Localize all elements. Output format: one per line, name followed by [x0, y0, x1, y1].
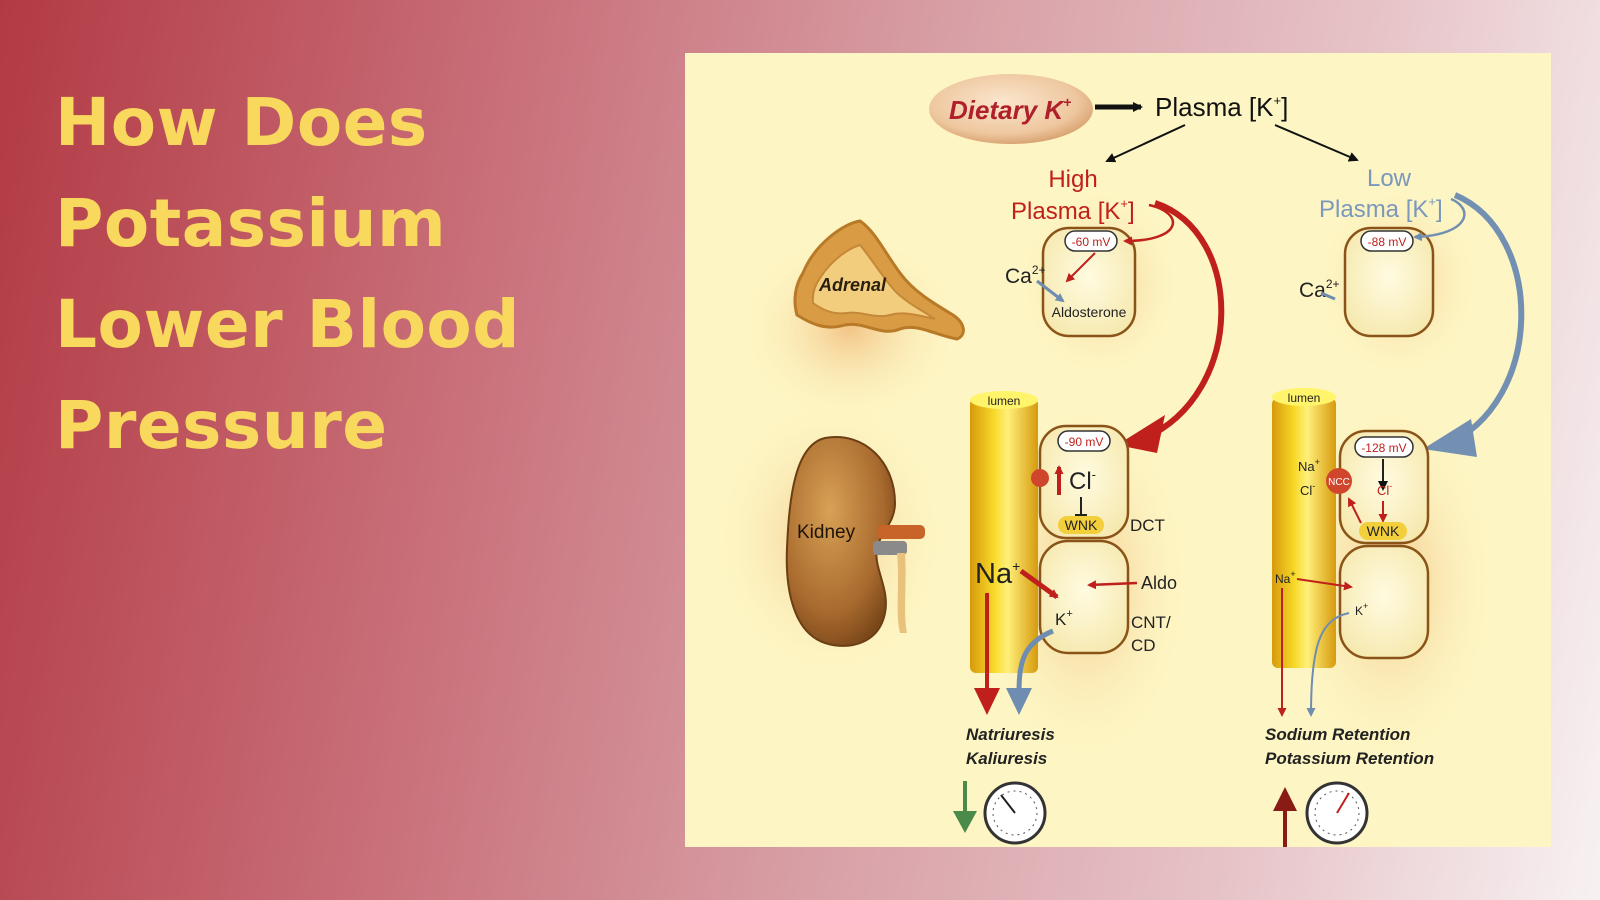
- title-line-2: Potassium: [55, 185, 447, 262]
- low-k-label: K+: [1355, 601, 1368, 618]
- low-lumen-tube: [1272, 398, 1336, 668]
- high-label: High: [1048, 166, 1097, 193]
- blood-pressure-gauge-high: [1305, 781, 1369, 845]
- adrenal-gland: [793, 219, 965, 341]
- high-lumen-tube: [970, 398, 1038, 673]
- high-cl-label: Cl-: [1069, 467, 1096, 495]
- low-plasma-label: Plasma [K+]: [1319, 194, 1443, 223]
- low-wnk-to-ncc-arrow: [1348, 497, 1362, 524]
- low-ncc-label: NCC: [1328, 477, 1350, 488]
- low-dct-na-label: Na+: [1298, 457, 1320, 474]
- high-ca-arrow: [1036, 279, 1065, 303]
- high-adrenal-cell: [1041, 226, 1137, 338]
- low-adrenal-voltage-badge: [1360, 230, 1414, 252]
- high-adrenal-voltage: -60 mV: [1072, 235, 1111, 249]
- high-dct-voltage: -90 mV: [1065, 435, 1104, 449]
- high-ncc-transporter: [1031, 469, 1049, 487]
- cnt-label-line2: CD: [1131, 636, 1156, 655]
- sodium-retention-label: Sodium Retention: [1265, 725, 1410, 744]
- high-lumen-label: lumen: [988, 394, 1021, 408]
- low-label: Low: [1367, 165, 1412, 192]
- low-wnk-label: WNK: [1367, 523, 1400, 539]
- dietary-k-label: Dietary K+: [949, 94, 1071, 125]
- high-plasma-to-adrenal-arrow: [1123, 203, 1175, 246]
- potassium-diagram: Dietary K+ Plasma [K+] High Plasma [K+] …: [685, 53, 1551, 847]
- natriuresis-label: Natriuresis: [966, 725, 1055, 744]
- low-dct-cl-inner: Cl-: [1377, 481, 1392, 498]
- low-adrenal-ca: Ca2+: [1299, 277, 1340, 302]
- cnt-label-line1: CNT/: [1131, 613, 1171, 632]
- high-adrenal-ca: Ca2+: [1005, 263, 1046, 288]
- high-dct-voltage-badge: [1057, 430, 1111, 452]
- high-voltage-to-ca-arrow: [1065, 252, 1096, 283]
- aldo-arrow: [1087, 580, 1138, 590]
- low-arrowhead: [1423, 419, 1477, 457]
- page-title: How Does Potassium Lower Blood Pressure: [55, 72, 615, 476]
- high-na-reabsorb-arrow: [1019, 568, 1059, 600]
- dct-label: DCT: [1130, 516, 1165, 535]
- high-plasma-to-dct-arrow: [1143, 200, 1225, 441]
- arrow-to-high: [1105, 124, 1186, 163]
- low-lumen-label: lumen: [1288, 391, 1321, 405]
- high-na-excretion-head: [974, 688, 1000, 715]
- kidney: [785, 436, 925, 647]
- title-line-3: Lower Blood: [55, 286, 521, 363]
- high-plasma-label: Plasma [K+]: [1011, 196, 1135, 225]
- high-adrenal-voltage-badge: [1064, 230, 1118, 252]
- aldo-label: Aldo: [1141, 573, 1177, 593]
- low-k-secretion-arrow: [1306, 612, 1350, 717]
- low-plasma-to-dct-arrow: [1443, 192, 1525, 448]
- high-k-label: K+: [1055, 608, 1073, 629]
- low-na-reabsorb-arrow: [1296, 578, 1353, 591]
- low-wnk-badge: [1359, 522, 1407, 540]
- low-adrenal-voltage: -88 mV: [1368, 235, 1407, 249]
- low-adrenal-cell: [1343, 226, 1435, 338]
- low-dct-voltage: -128 mV: [1361, 441, 1406, 455]
- low-cnt-cell: [1338, 544, 1430, 660]
- high-wnk-label: WNK: [1065, 517, 1098, 533]
- aldosterone-label: Aldosterone: [1052, 304, 1127, 320]
- high-k-secretion-arrow: [1016, 628, 1054, 694]
- low-lumen-top: [1272, 388, 1336, 406]
- bp-up-head: [1273, 787, 1297, 811]
- title-line-4: Pressure: [55, 387, 388, 464]
- high-na-label: Na+: [975, 558, 1020, 590]
- kaliuresis-label: Kaliuresis: [966, 749, 1047, 768]
- low-ca-arrow: [1320, 291, 1336, 301]
- blood-pressure-gauge-low: [983, 781, 1047, 845]
- high-wnk-badge: [1058, 516, 1104, 534]
- low-plasma-to-adrenal-arrow: [1413, 197, 1466, 242]
- high-k-secretion-head: [1006, 688, 1032, 715]
- arrow-to-low: [1274, 124, 1359, 162]
- kidney-label: Kidney: [797, 522, 856, 543]
- high-cnt-cell: [1038, 539, 1130, 655]
- title-line-1: How Does: [55, 84, 428, 161]
- low-ncc-transporter: [1326, 468, 1352, 494]
- adrenal-label: Adrenal: [818, 275, 887, 295]
- low-dct-voltage-badge: [1354, 436, 1414, 458]
- dietary-k-oval: [929, 74, 1093, 144]
- low-cnt-na-label: Na+: [1275, 569, 1296, 586]
- low-dct-cl-label: Cl-: [1300, 481, 1315, 498]
- potassium-retention-label: Potassium Retention: [1265, 749, 1434, 768]
- high-arrowhead: [1117, 415, 1165, 453]
- high-lumen-top: [970, 391, 1038, 409]
- plasma-k-label: Plasma [K+]: [1155, 92, 1288, 122]
- bp-down-head: [953, 811, 977, 833]
